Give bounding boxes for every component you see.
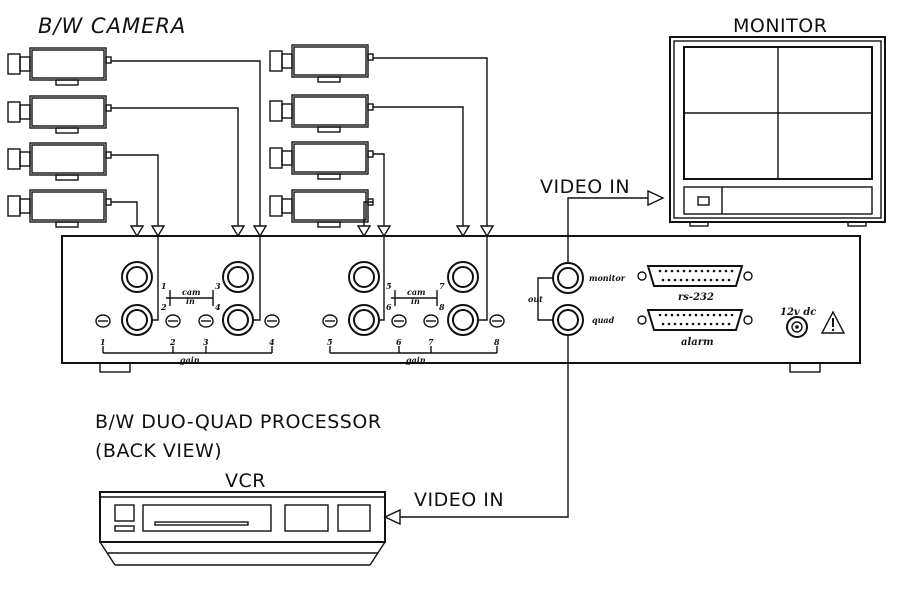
gain-bracket-right: 5 6 7 8 gain	[327, 337, 500, 365]
camera-5	[269, 44, 374, 83]
monitor	[669, 36, 886, 227]
camera-3	[7, 142, 112, 181]
power-label: 12v dc	[780, 307, 816, 318]
out-label: out	[528, 294, 543, 304]
camera-2	[7, 95, 112, 134]
cam-number-2: 2	[160, 302, 167, 312]
cam-number-3: 3	[215, 281, 221, 291]
camera-cables-right	[356, 57, 495, 238]
power-jack: 12v dc	[780, 307, 816, 338]
alarm-label: alarm	[681, 337, 714, 348]
gain-label-right: gain	[406, 355, 426, 365]
monitor-title: MONITOR	[733, 15, 827, 37]
quad-port-label: quad	[592, 315, 615, 325]
cam-number-7: 7	[439, 281, 445, 291]
cam-in-label-b: in	[186, 296, 195, 306]
cam-in-label-b-right: in	[411, 296, 420, 306]
gain-number-5: 5	[327, 337, 333, 347]
gain-number-1: 1	[100, 337, 106, 347]
cam-in-connector-2	[121, 304, 153, 336]
cam-number-8: 8	[439, 302, 445, 312]
gain-label-left: gain	[180, 355, 200, 365]
gain-number-8: 8	[494, 337, 500, 347]
camera-8	[269, 189, 374, 228]
cam-in-bracket-left: 1 2 3 4 cam in	[160, 281, 221, 312]
gain-number-3: 3	[203, 337, 209, 347]
cam-in-connector-8	[447, 304, 479, 336]
video-in-vcr-label: VIDEO IN	[414, 489, 504, 511]
gain-number-6: 6	[396, 337, 402, 347]
camera-4	[7, 189, 112, 228]
rs232-label: rs-232	[678, 292, 714, 303]
gain-number-7: 7	[428, 337, 434, 347]
alarm-connector: alarm	[637, 309, 753, 348]
cam-in-bracket-right: 5 6 7 8 cam in	[386, 281, 445, 312]
monitor-video-cable	[567, 189, 665, 263]
cam-in-connector-4	[222, 304, 254, 336]
gain-number-2: 2	[169, 337, 176, 347]
camera-6	[269, 94, 374, 133]
cam-in-label-a: cam	[182, 287, 201, 297]
camera-title: B/W CAMERA	[38, 14, 186, 38]
cam-in-connector-6	[348, 304, 380, 336]
gain-bracket-left: 1 2 3 4 gain	[100, 337, 275, 365]
video-in-monitor-label: VIDEO IN	[540, 176, 630, 198]
duo-quad-processor	[61, 235, 861, 373]
cam-number-5: 5	[386, 281, 392, 291]
vcr	[99, 491, 386, 566]
camera-7	[269, 141, 374, 180]
vcr-title: VCR	[225, 470, 266, 492]
cam-number-4: 4	[215, 302, 221, 312]
processor-subtitle: (BACK VIEW)	[95, 440, 222, 462]
internal-cabling	[152, 236, 488, 321]
cam-in-connector-5	[348, 261, 380, 293]
warning-triangle-icon	[820, 310, 846, 334]
cam-number-1: 1	[161, 281, 167, 291]
gain-trims	[95, 314, 505, 328]
gain-number-4: 4	[269, 337, 275, 347]
cam-in-connector-7	[447, 261, 479, 293]
processor-title: B/W DUO-QUAD PROCESSOR	[95, 411, 382, 433]
cam-in-connector-3	[222, 261, 254, 293]
monitor-port-label: monitor	[589, 273, 626, 283]
cam-in-label-a-right: cam	[407, 287, 426, 297]
vcr-video-cable	[383, 335, 569, 526]
camera-1	[7, 47, 112, 86]
cam-number-6: 6	[386, 302, 392, 312]
output-section: out monitor quad	[528, 262, 626, 336]
camera-cables-left	[111, 60, 268, 238]
cam-in-connector-1	[121, 261, 153, 293]
rs232-connector: rs-232	[637, 265, 753, 303]
